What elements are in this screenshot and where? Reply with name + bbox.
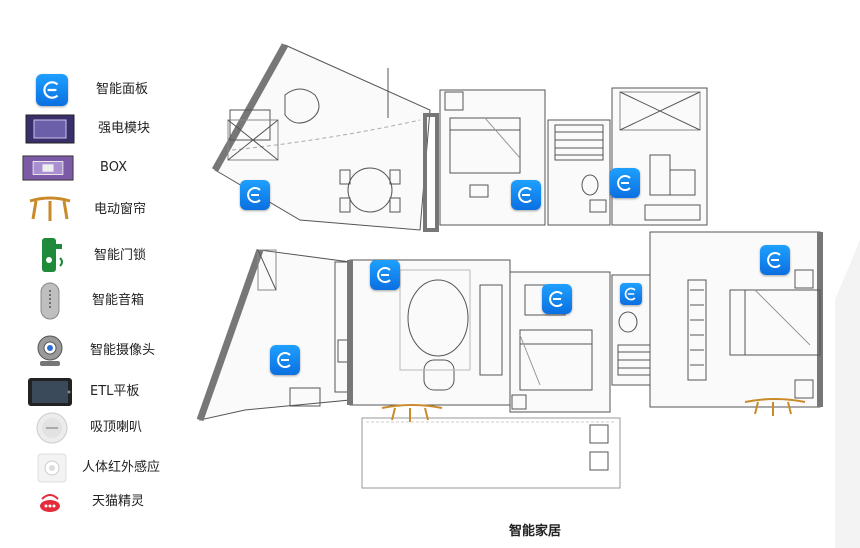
legend-label: 电动窗帘 bbox=[94, 202, 147, 217]
smart-panel-marker bbox=[542, 284, 572, 314]
smart-panel-marker bbox=[620, 283, 642, 305]
bedroom-master bbox=[649, 231, 823, 408]
door-lock-icon bbox=[24, 236, 76, 276]
legend-item: 电动窗帘 bbox=[0, 190, 200, 230]
smart-panel-icon bbox=[26, 70, 78, 110]
decorative-stripe bbox=[835, 240, 860, 548]
kitchen-wing bbox=[196, 248, 356, 422]
box-icon bbox=[22, 148, 74, 188]
legend-label: 吸顶喇叭 bbox=[90, 420, 143, 435]
smart-panel-marker bbox=[370, 260, 400, 290]
balcony bbox=[361, 417, 621, 489]
legend-item: 智能面板 bbox=[0, 70, 200, 110]
legend-item: BOX bbox=[0, 148, 200, 188]
smart-panel-marker bbox=[270, 345, 300, 375]
legend-label: BOX bbox=[100, 160, 127, 175]
legend-item: 吸顶喇叭 bbox=[0, 408, 200, 448]
curtain-icon bbox=[24, 190, 76, 230]
speaker-icon bbox=[24, 281, 76, 321]
legend-label: 智能门锁 bbox=[94, 248, 147, 263]
ceiling-speaker-icon bbox=[26, 408, 78, 448]
legend-item: ETL平板 bbox=[0, 372, 200, 412]
legend-label: 人体红外感应 bbox=[82, 460, 161, 475]
pir-sensor-icon bbox=[26, 448, 78, 488]
legend-label: 智能面板 bbox=[96, 82, 149, 97]
legend: 智能面板 强电模块 BOX 电动窗帘 智能门锁 智能音箱 智能摄 bbox=[0, 0, 200, 548]
legend-item: 智能摄像头 bbox=[0, 331, 200, 371]
legend-item: 智能门锁 bbox=[0, 236, 200, 276]
smart-panel-marker bbox=[610, 168, 640, 198]
tablet-icon bbox=[24, 372, 76, 412]
storage-top-right bbox=[611, 87, 708, 226]
legend-label: ETL平板 bbox=[90, 384, 140, 399]
legend-label: 强电模块 bbox=[98, 121, 151, 136]
bathroom-top bbox=[547, 119, 611, 226]
legend-item: 强电模块 bbox=[0, 109, 200, 149]
legend-item: 天猫精灵 bbox=[0, 482, 200, 522]
tmall-genie-icon bbox=[24, 482, 76, 522]
power-module-icon bbox=[24, 109, 76, 149]
legend-item: 智能音箱 bbox=[0, 281, 200, 321]
legend-label: 智能音箱 bbox=[92, 293, 145, 308]
legend-label: 智能摄像头 bbox=[90, 343, 156, 358]
legend-item: 人体红外感应 bbox=[0, 448, 200, 488]
curtain-marker bbox=[381, 404, 443, 422]
smart-panel-marker bbox=[760, 245, 790, 275]
camera-icon bbox=[24, 331, 76, 371]
diagram-caption: 智能家居 bbox=[508, 524, 561, 539]
smart-panel-marker bbox=[240, 180, 270, 210]
smart-panel-marker bbox=[511, 180, 541, 210]
curtain-marker bbox=[744, 398, 806, 416]
legend-label: 天猫精灵 bbox=[92, 494, 145, 509]
